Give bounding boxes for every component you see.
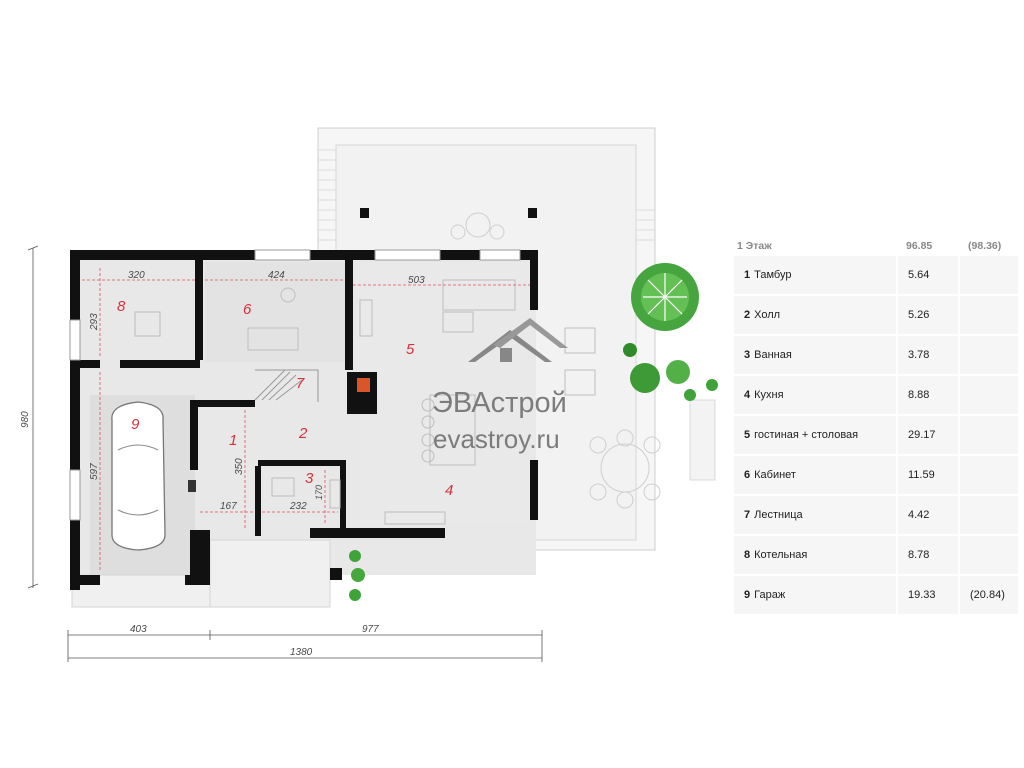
room-number-3: 3 xyxy=(305,470,314,487)
row-area-alt xyxy=(958,456,1018,496)
row-number: 6 xyxy=(744,469,751,481)
row-name: Тамбур xyxy=(754,269,792,281)
row-area-alt xyxy=(958,376,1018,416)
row-name: Гараж xyxy=(754,589,786,601)
room-number-8: 8 xyxy=(117,298,126,315)
row-area: 5.26 xyxy=(896,296,958,336)
garage-door-lock xyxy=(188,480,196,492)
row-area: 11.59 xyxy=(896,456,958,496)
room-number-4: 4 xyxy=(445,482,453,499)
dim-room3-width: 232 xyxy=(289,501,307,512)
row-number: 4 xyxy=(744,389,751,401)
room-number-7: 7 xyxy=(296,375,305,392)
fireplace-fire xyxy=(357,378,370,392)
watermark-logo xyxy=(468,318,568,362)
dim-total-height: 980 xyxy=(20,411,31,428)
dim-room8-width: 320 xyxy=(128,270,145,281)
row-area: 8.78 xyxy=(896,536,958,576)
row-number: 8 xyxy=(744,549,751,561)
row-area-alt xyxy=(958,416,1018,456)
row-name: Лестница xyxy=(754,509,803,521)
floor-plan: ЭВАстрой evastroy.ru 8 6 5 7 9 1 2 3 4 3… xyxy=(20,127,718,662)
row-number: 9 xyxy=(744,589,751,601)
row-area-alt: (20.84) xyxy=(958,576,1018,616)
outer-dimension-lines xyxy=(27,245,543,662)
dim-room1-width: 167 xyxy=(220,501,237,512)
room-number-2: 2 xyxy=(298,425,308,442)
windows xyxy=(69,249,521,521)
row-name: Котельная xyxy=(754,549,808,561)
row-area: 29.17 xyxy=(896,416,958,456)
plants xyxy=(349,263,718,601)
row-area: 5.64 xyxy=(896,256,958,296)
watermark-site: evastroy.ru xyxy=(433,424,560,454)
watermark-brand: ЭВАстрой xyxy=(432,387,567,419)
dim-bottom-left: 403 xyxy=(130,624,147,635)
row-area-alt xyxy=(958,496,1018,536)
floor-label: 1 Этаж xyxy=(737,240,772,252)
room-number-9: 9 xyxy=(131,416,140,433)
dimension-lines xyxy=(82,268,530,572)
row-area-alt xyxy=(958,256,1018,296)
floor-total-area-alt: (98.36) xyxy=(968,240,1002,252)
floor-total-area: 96.85 xyxy=(906,240,933,252)
row-area: 3.78 xyxy=(896,336,958,376)
row-name: Ванная xyxy=(754,349,792,361)
row-number: 7 xyxy=(744,509,751,521)
dim-bottom-right: 977 xyxy=(362,624,379,635)
area-table-header: 1 Этаж 96.85 (98.36) xyxy=(734,236,1018,256)
row-area: 19.33 xyxy=(896,576,958,616)
dim-room1-height: 350 xyxy=(234,458,245,475)
row-area-alt xyxy=(958,536,1018,576)
row-number: 3 xyxy=(744,349,751,361)
row-area: 4.42 xyxy=(896,496,958,536)
row-number: 1 xyxy=(744,269,751,281)
dim-bottom-total: 1380 xyxy=(290,647,313,658)
row-name: Кабинет xyxy=(754,469,796,481)
row-name: Холл xyxy=(754,309,781,321)
room-number-5: 5 xyxy=(406,341,415,358)
row-number: 5 xyxy=(744,429,751,441)
furniture xyxy=(134,279,596,525)
row-name: Кухня xyxy=(754,389,784,401)
room-number-6: 6 xyxy=(243,301,252,318)
dim-room3-height: 170 xyxy=(314,485,324,500)
staircase xyxy=(254,369,319,402)
car xyxy=(111,401,166,551)
row-area: 8.88 xyxy=(896,376,958,416)
dim-room6-width: 424 xyxy=(268,270,285,281)
dim-room8-height: 293 xyxy=(89,313,100,331)
row-area-alt xyxy=(958,296,1018,336)
row-name: гостиная + столовая xyxy=(754,429,859,441)
room-number-1: 1 xyxy=(229,432,237,449)
dim-room5-width: 503 xyxy=(408,275,425,286)
dim-garage-height: 597 xyxy=(89,463,100,480)
row-area-alt xyxy=(958,336,1018,376)
row-number: 2 xyxy=(744,309,751,321)
walls xyxy=(70,250,538,590)
